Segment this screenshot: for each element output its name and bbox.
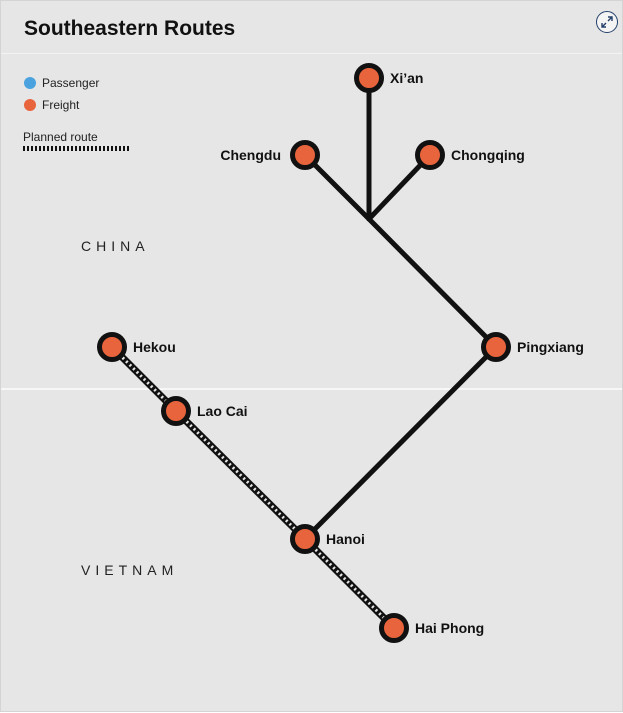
legend-passenger-label: Passenger	[42, 76, 100, 90]
city-marker-hekou[interactable]	[97, 332, 127, 362]
city-label-hekou: Hekou	[133, 339, 176, 355]
city-chongqing[interactable]: Chongqing	[415, 140, 525, 170]
passenger-dot-icon	[24, 77, 36, 89]
map-title: Southeastern Routes	[24, 17, 236, 40]
city-hanoi[interactable]: Hanoi	[290, 524, 365, 554]
country-label-china: CHINA	[81, 238, 150, 254]
city-marker-chengdu[interactable]	[290, 140, 320, 170]
city-pingxiang[interactable]: Pingxiang	[481, 332, 584, 362]
freight-route-chengdu-junction	[302, 152, 372, 222]
city-marker-haiphong[interactable]	[379, 613, 409, 643]
city-haiphong[interactable]: Hai Phong	[379, 613, 485, 643]
planned-route-swatch	[23, 146, 129, 151]
city-label-xian: Xi’an	[390, 70, 423, 86]
city-marker-chongqing[interactable]	[415, 140, 445, 170]
expand-arrows-icon	[601, 16, 613, 28]
legend-passenger: Passenger	[24, 76, 99, 90]
city-xian[interactable]: Xi’an	[354, 63, 424, 93]
city-label-pingxiang: Pingxiang	[517, 339, 584, 355]
country-label-vietnam: VIETNAM	[81, 562, 179, 578]
city-marker-pingxiang[interactable]	[481, 332, 511, 362]
city-label-chengdu: Chengdu	[220, 147, 281, 163]
freight-route-junction-pingxiang	[366, 216, 499, 350]
legend-freight-label: Freight	[42, 98, 80, 112]
city-label-laocai: Lao Cai	[197, 403, 248, 419]
planned-route-dash-laocai-hanoi	[174, 409, 307, 541]
freight-route-pingxiang-hanoi	[302, 344, 499, 542]
freight-dot-icon	[24, 99, 36, 111]
city-label-haiphong: Hai Phong	[415, 620, 484, 636]
city-marker-xian[interactable]	[354, 63, 384, 93]
city-marker-laocai[interactable]	[161, 396, 191, 426]
city-chengdu[interactable]: Chengdu	[220, 140, 320, 170]
city-label-hanoi: Hanoi	[326, 531, 365, 547]
legend-planned-label: Planned route	[23, 130, 98, 144]
city-label-chongqing: Chongqing	[451, 147, 525, 163]
expand-button[interactable]	[596, 11, 618, 33]
china-vietnam-border	[1, 388, 622, 390]
planned-route-dash-hanoi-haiphong	[303, 537, 396, 630]
header-divider	[1, 53, 622, 54]
planned-route-dash-hekou-laocai	[110, 345, 178, 413]
legend-freight: Freight	[24, 98, 79, 112]
city-laocai[interactable]: Lao Cai	[161, 396, 248, 426]
city-marker-hanoi[interactable]	[290, 524, 320, 554]
city-hekou[interactable]: Hekou	[97, 332, 176, 362]
